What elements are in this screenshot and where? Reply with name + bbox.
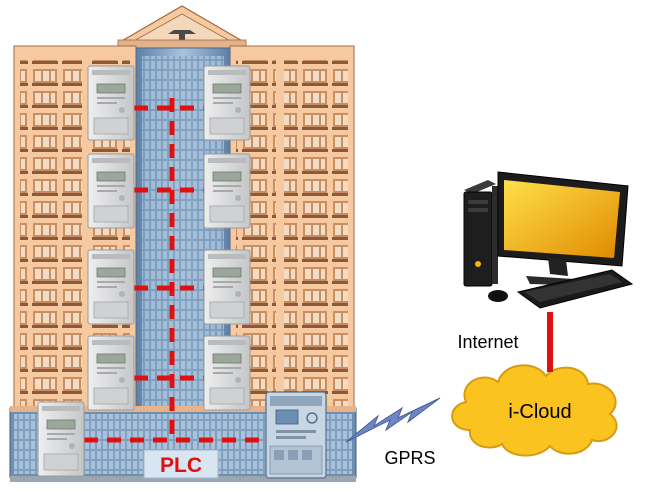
- plc-label: PLC: [160, 454, 202, 477]
- internet-label: Internet: [457, 332, 518, 352]
- meter-right-1: [203, 65, 251, 141]
- lightning-bolt-icon: [345, 397, 441, 443]
- meter-right-3: [203, 249, 251, 325]
- cloud-label: i-Cloud: [508, 401, 571, 423]
- plc-wiring: [84, 98, 280, 443]
- meter-left-2: [87, 153, 135, 229]
- meter-ground: [37, 401, 85, 477]
- desktop-computer-icon: [463, 171, 634, 309]
- meter-left-4: [87, 335, 135, 411]
- cloud-icon: i-Cloud: [451, 364, 618, 457]
- plc-label-box: PLC: [143, 449, 219, 479]
- meter-left-3: [87, 249, 135, 325]
- gprs-label: GPRS: [384, 448, 435, 468]
- data-concentrator-icon: [265, 391, 327, 479]
- meter-left-1: [87, 65, 135, 141]
- meter-right-4: [203, 335, 251, 411]
- meter-right-2: [203, 153, 251, 229]
